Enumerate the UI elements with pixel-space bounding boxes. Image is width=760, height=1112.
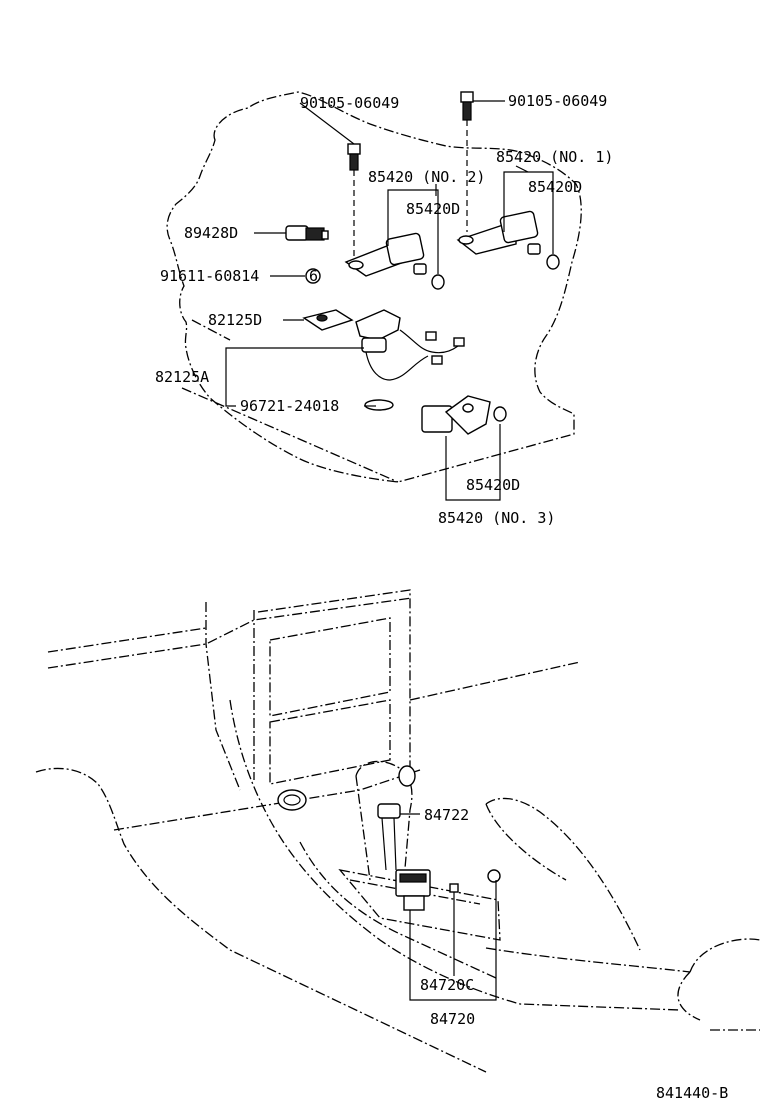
leaders-top	[225, 100, 554, 501]
label-indicator-84720c: 84720C	[420, 976, 474, 994]
leaders-bottom	[400, 813, 497, 1001]
label-sensor-no2: 85420 (NO. 2)	[368, 168, 485, 186]
callout-symbol: 6	[309, 267, 318, 285]
label-sensor-no3: 85420 (NO. 3)	[438, 509, 555, 527]
speed-sensor-no3	[421, 395, 507, 435]
label-indicator-84720: 84720	[430, 1010, 475, 1028]
label-bulb-84722: 84722	[424, 806, 469, 824]
console-area	[35, 589, 760, 1073]
transmission-housing	[166, 91, 582, 483]
figure-code: 841440-B	[656, 1084, 728, 1102]
bolt-left	[347, 143, 361, 256]
label-oring-96721: 96721-24018	[240, 397, 339, 415]
label-clamp-82125d: 82125D	[208, 311, 262, 329]
speed-sensor-no2	[344, 232, 445, 290]
label-clip-91611: 91611-60814	[160, 267, 259, 285]
label-sensor-no3-d: 85420D	[466, 476, 520, 494]
label-switch-89428d: 89428D	[184, 224, 238, 242]
label-sensor-no1: 85420 (NO. 1)	[496, 148, 613, 166]
harness-82125a	[355, 309, 465, 411]
clip-91611: 6	[305, 267, 321, 285]
label-sensor-no1-d: 85420D	[528, 178, 582, 196]
label-harness-82125a: 82125A	[155, 368, 209, 386]
speed-sensor-no1	[456, 210, 560, 270]
switch-89428d	[285, 225, 329, 241]
label-bolt-right: 90105-06049	[508, 92, 607, 110]
label-bolt-left: 90105-06049	[300, 94, 399, 112]
bolt-right	[460, 91, 474, 232]
label-sensor-no2-d: 85420D	[406, 200, 460, 218]
clamp-82125d	[302, 309, 354, 331]
